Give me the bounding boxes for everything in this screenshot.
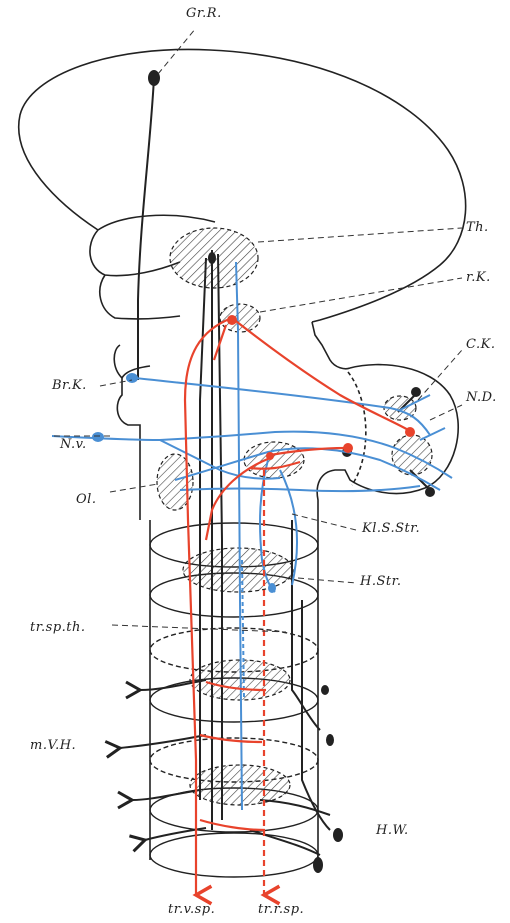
label-c-k: C.K. (466, 337, 495, 352)
label-ol: Ol. (76, 492, 96, 507)
label-gr-r: Gr.R. (186, 6, 222, 21)
cord-gray-2 (190, 765, 290, 805)
red-fibers (185, 318, 412, 895)
deiters-nucleus (244, 442, 304, 478)
leader-lines (52, 28, 462, 632)
label-tr-v-sp: tr.v.sp. (168, 902, 215, 917)
label-n-v: N.v. (60, 437, 87, 452)
label-kl-s-str: Kl.S.Str. (362, 521, 420, 536)
label-r-k: r.K. (466, 270, 491, 285)
label-br-k: Br.K. (52, 378, 87, 393)
label-n-d: N.D. (466, 390, 497, 405)
label-tr-sp-th: tr.sp.th. (30, 620, 86, 635)
label-h-w: H.W. (376, 823, 409, 838)
label-m-v-h: m.V.H. (30, 738, 76, 753)
label-h-str: H.Str. (360, 574, 402, 589)
blue-fibers (52, 262, 452, 810)
label-tr-r-sp: tr.r.sp. (258, 902, 304, 917)
label-th: Th. (466, 220, 489, 235)
